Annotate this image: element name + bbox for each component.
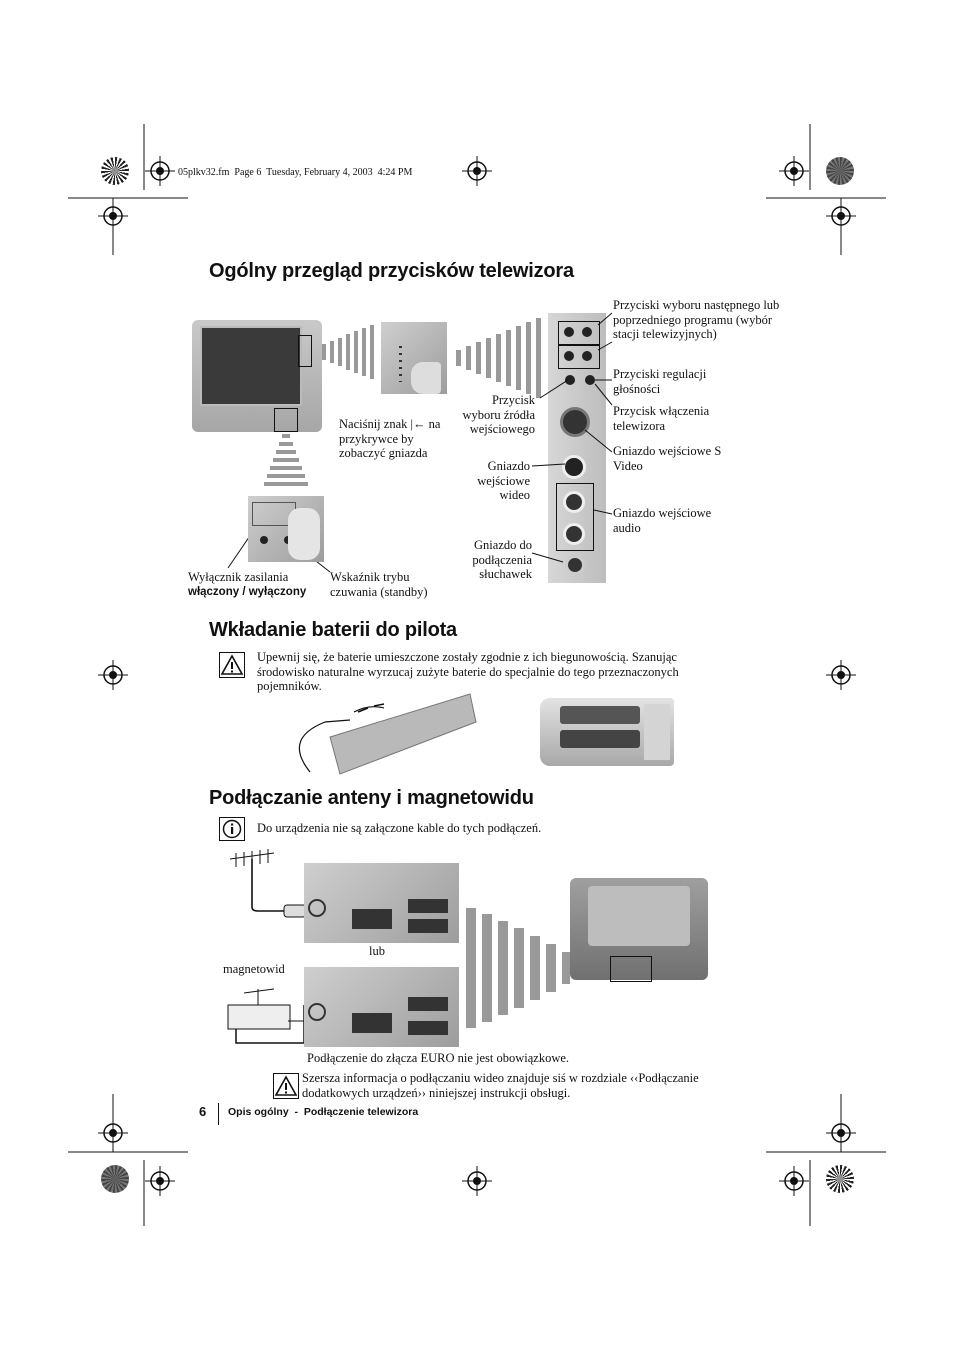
control-panel-image (548, 313, 606, 583)
section-title-buttons: Ogólny przegląd przycisków telewizora (209, 260, 574, 282)
section-title-antenna: Podłączanie anteny i magnetowidu (209, 787, 534, 809)
power-detail-image (248, 496, 324, 562)
note-power-switch-label: Wyłącznik zasilania (188, 570, 289, 584)
zoom-funnel (466, 908, 570, 1028)
vcr-label: magnetowid (223, 962, 285, 976)
crosshair-registration-icon (826, 201, 856, 231)
or-label: lub (369, 944, 385, 958)
zoom-funnel (264, 434, 308, 486)
note-input-select: Przycisk wyboru źródła wejściowego (462, 393, 535, 436)
note-volume: Przyciski regulacji głośności (613, 367, 707, 396)
rear-panel-image-bottom (304, 967, 459, 1047)
cover-sign-icon: |← (410, 417, 426, 431)
color-wheel-mark (101, 1165, 129, 1193)
remote-hand-image (270, 692, 480, 782)
page-number: 6 (199, 1104, 207, 1119)
zoom-funnel (322, 325, 374, 379)
note-power-switch: Wyłącznik zasilania włączony / wyłączony (188, 570, 306, 599)
note-standby: Wskaźnik trybu czuwania (standby) (330, 570, 428, 599)
note-power-switch-bold: włączony / wyłączony (188, 585, 307, 598)
note-press-sign-line1: Naciśnij znak (339, 417, 408, 431)
crosshair-registration-icon (98, 660, 128, 690)
note-press-sign: Naciśnij znak |← na przykrywce by zobacz… (339, 417, 459, 461)
note-audio-in: Gniazdo wejściowe audio (613, 506, 712, 535)
note-press-sign-rest: na przykrywce by zobaczyć gniazda (339, 417, 441, 460)
side-panel-image (381, 322, 447, 394)
color-wheel-mark (826, 1165, 854, 1193)
crosshair-registration-icon (826, 1118, 856, 1148)
crosshair-registration-icon (826, 660, 856, 690)
battery-compartment-image (540, 698, 674, 766)
note-prog-buttons: Przyciski wyboru następnego lub poprzedn… (613, 298, 780, 341)
crosshair-registration-icon (98, 1118, 128, 1148)
note-svideo: Gniazdo wejściowe S Video (613, 444, 722, 473)
crosshair-registration-icon (462, 156, 492, 186)
crosshair-registration-icon (462, 1166, 492, 1196)
note-headphones: Gniazdo do podłączenia słuchawek (472, 538, 532, 581)
color-wheel-mark (826, 157, 854, 185)
note-power-button: Przycisk włączenia telewizora (613, 404, 710, 433)
crosshair-registration-icon (779, 1166, 809, 1196)
info-icon (219, 817, 245, 841)
crosshair-registration-icon (98, 201, 128, 231)
section-title-batteries: Wkładanie baterii do pilota (209, 619, 457, 641)
video-warning-text: Szersza informacja o podłączaniu wideo z… (302, 1071, 699, 1100)
tv-back-image (570, 878, 708, 982)
battery-warning-text: Upewnij się, że baterie umieszczone zost… (257, 650, 679, 693)
zoom-funnel (456, 318, 541, 398)
warning-triangle-icon (219, 652, 245, 678)
crosshair-registration-icon (145, 156, 175, 186)
file-info: 05plkv32.fm Page 6 Tuesday, February 4, … (178, 167, 413, 178)
color-wheel-mark (101, 157, 129, 185)
footer-breadcrumb: Opis ogólny - Podłączenie telewizora (228, 1106, 419, 1118)
crosshair-registration-icon (145, 1166, 175, 1196)
euro-note: Podłączenie do złącza EURO nie jest obow… (307, 1051, 570, 1065)
antenna-icon (229, 849, 307, 918)
note-video-in: Gniazdo wejściowe wideo (477, 459, 530, 502)
crosshair-registration-icon (779, 156, 809, 186)
rear-panel-image-top (304, 863, 459, 943)
warning-triangle-icon (273, 1073, 299, 1099)
info-text: Do urządzenia nie są załączone kable do … (257, 821, 542, 835)
leader-lines (227, 312, 613, 573)
footer-divider (218, 1103, 219, 1125)
tv-front-image (192, 320, 322, 432)
